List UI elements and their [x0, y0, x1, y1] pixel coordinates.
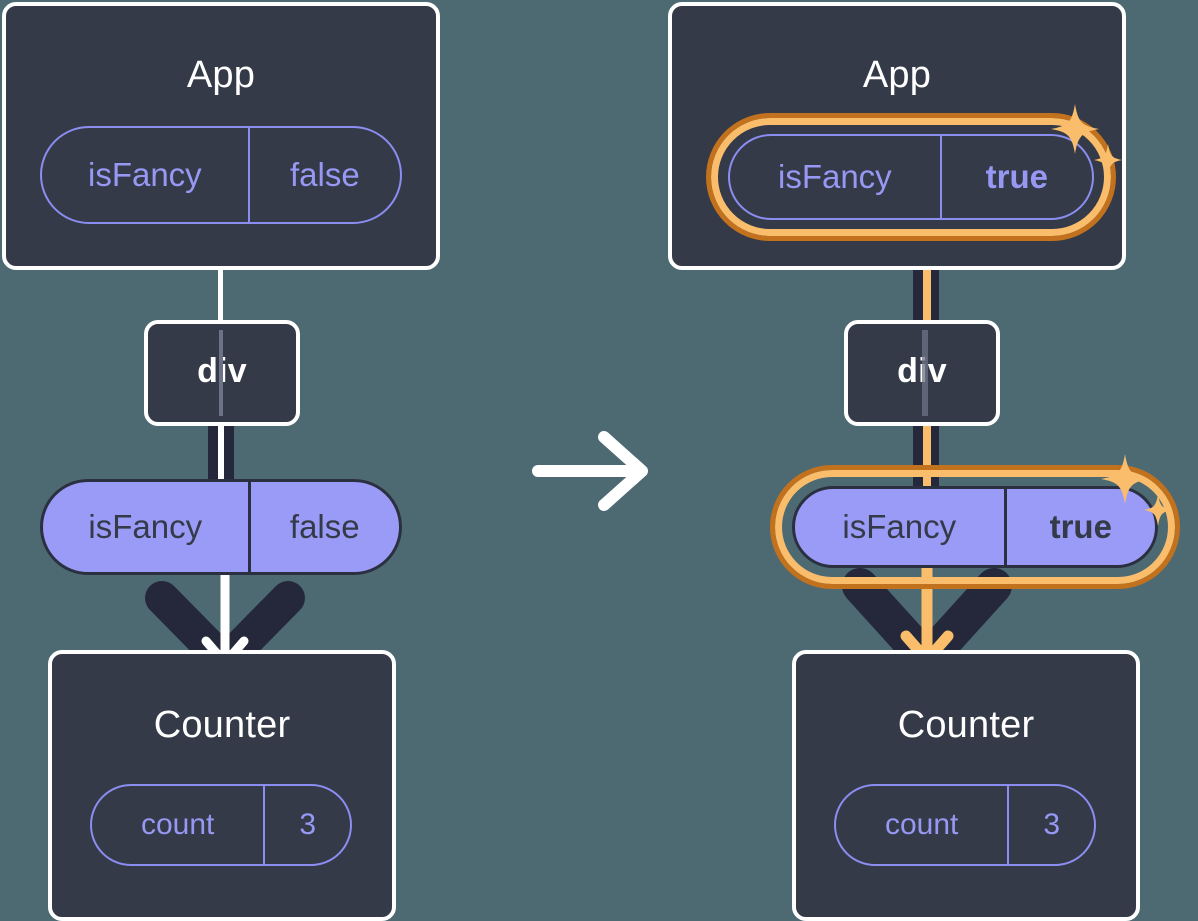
- prop-value: false: [247, 482, 399, 572]
- prop-key: isFancy: [88, 508, 203, 545]
- prop-pill-after[interactable]: isFancy true: [792, 486, 1158, 568]
- transition-arrow-icon: [532, 431, 648, 511]
- connector-app-to-div: [218, 266, 223, 324]
- counter-value: 3: [1007, 786, 1094, 864]
- state-key: isFancy: [87, 156, 202, 193]
- counter-value: 3: [263, 786, 350, 864]
- state-key: isFancy: [777, 158, 892, 195]
- connector-inside-div: [219, 330, 223, 416]
- after-panel: App isFancy true div isFancy true: [658, 0, 1198, 921]
- counter-state-pill-before[interactable]: count 3: [90, 784, 352, 866]
- div-title: div: [848, 352, 996, 391]
- counter-key: count: [140, 808, 215, 841]
- state-value: false: [247, 128, 400, 222]
- before-panel: App isFancy false div isFancy false: [0, 0, 540, 921]
- connector-div-to-prop-core-after: [923, 424, 931, 486]
- state-value: true: [939, 136, 1092, 218]
- app-title: App: [186, 54, 256, 96]
- counter-key: count: [884, 808, 959, 841]
- connector-inside-div: [922, 330, 928, 416]
- sparkle-icon-prop: [1101, 454, 1172, 526]
- app-state-pill-after[interactable]: isFancy true: [728, 134, 1094, 220]
- connector-div-to-prop-core: [218, 424, 224, 486]
- prop-key: isFancy: [842, 508, 957, 545]
- app-title: App: [862, 54, 932, 96]
- prop-value: true: [1003, 489, 1156, 565]
- app-state-pill-before[interactable]: isFancy false: [40, 126, 402, 224]
- sparkle-icon-app: [1051, 104, 1122, 176]
- counter-title: Counter: [153, 704, 291, 746]
- counter-state-pill-after[interactable]: count 3: [834, 784, 1096, 866]
- counter-title: Counter: [897, 704, 1035, 746]
- connector-app-to-div-core-after: [923, 216, 931, 326]
- prop-pill-before[interactable]: isFancy false: [40, 479, 402, 575]
- counter-node-before: Counter: [48, 650, 396, 921]
